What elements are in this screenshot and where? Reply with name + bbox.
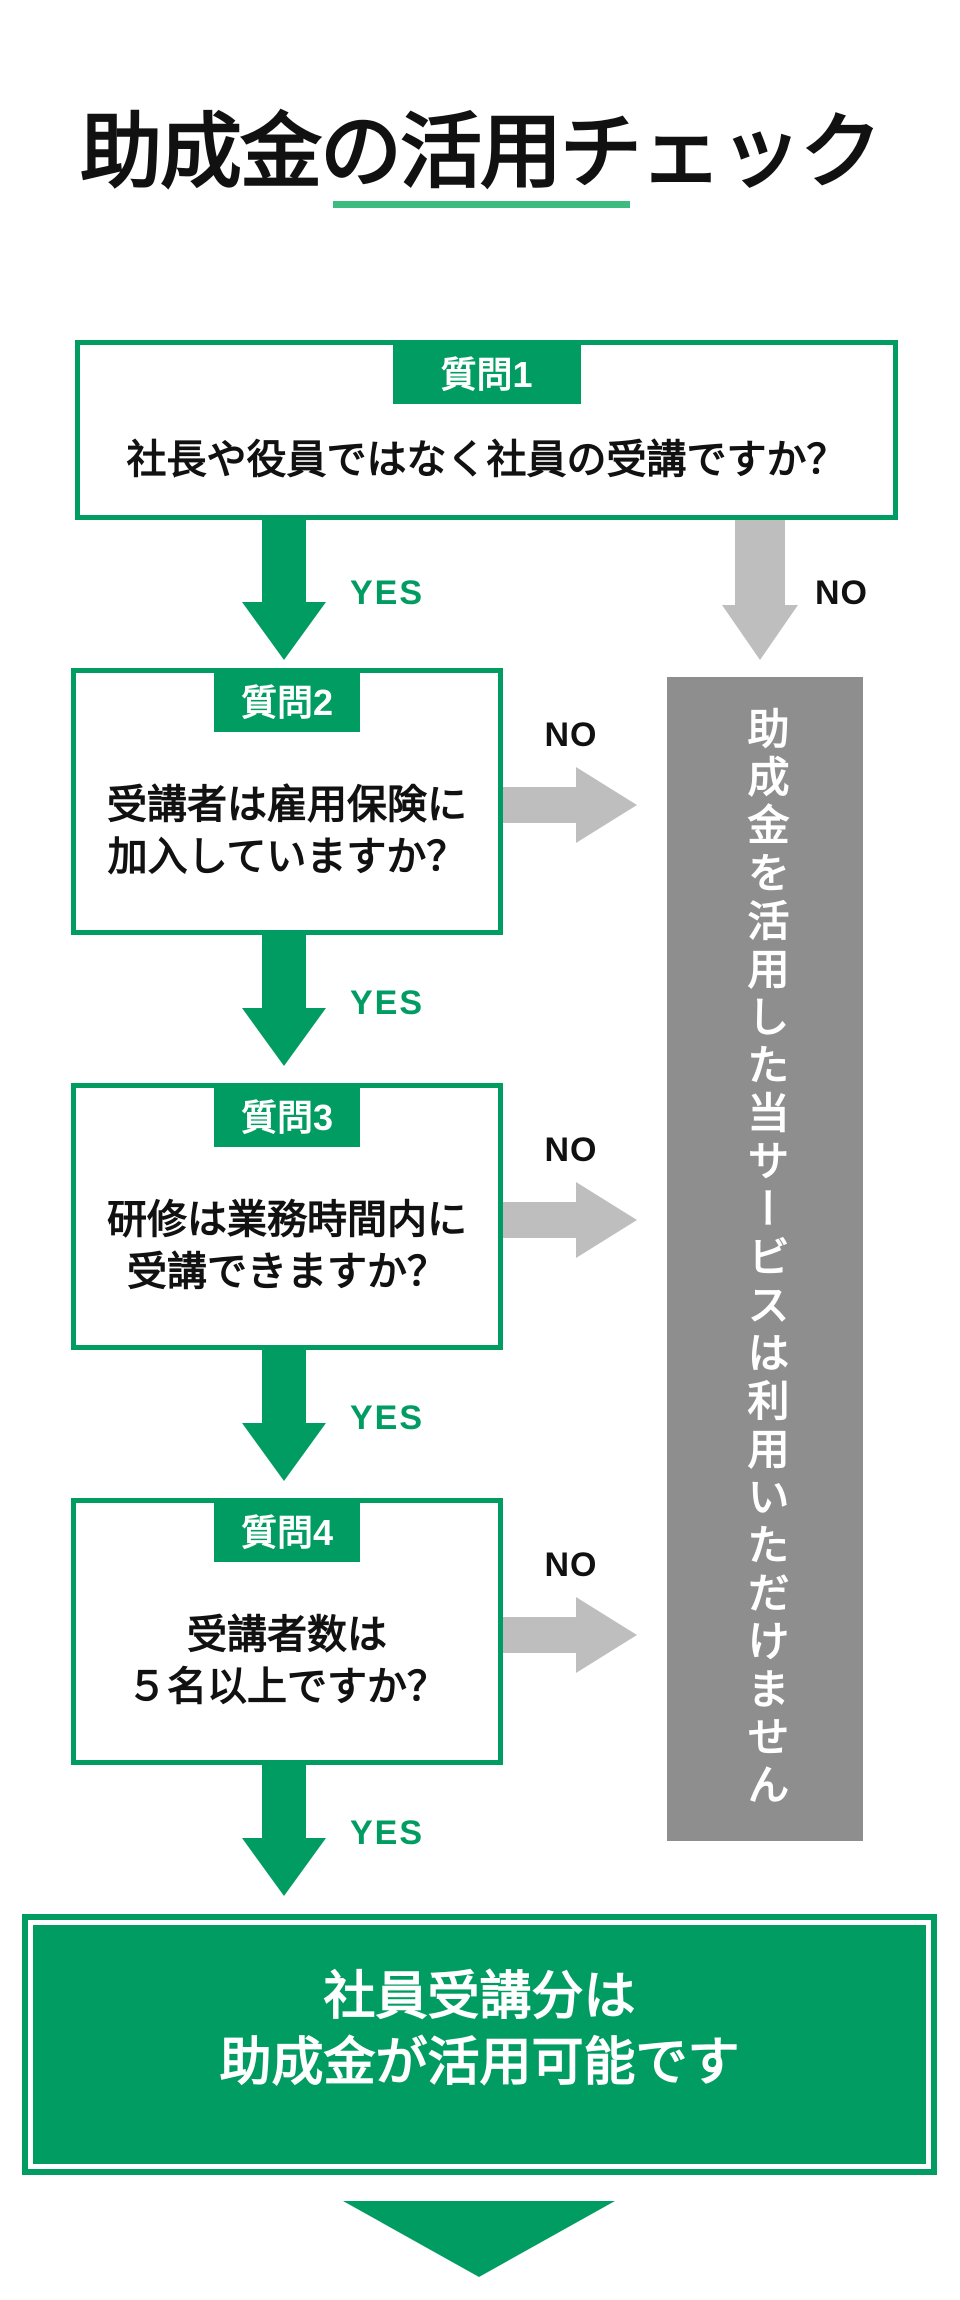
no-label-3: NO bbox=[544, 1131, 598, 1169]
yes-arrow-2-shaft bbox=[262, 935, 306, 1012]
no-arrow-3-head bbox=[576, 1182, 637, 1258]
question-3-tab: 質問3 bbox=[214, 1083, 360, 1147]
question-2-line-1: 受講者は雇用保険に bbox=[107, 783, 467, 827]
no-arrow-2-head bbox=[576, 767, 637, 843]
question-3-line-1: 研修は業務時間内に bbox=[107, 1198, 467, 1242]
yes-label-3: YES bbox=[350, 1399, 425, 1437]
no-arrow-4-shaft bbox=[503, 1617, 577, 1653]
question-3-line-2: 受講できますか？ bbox=[127, 1250, 447, 1294]
yes-label-2: YES bbox=[350, 984, 425, 1022]
question-2-text: 受講者は雇用保険に 加入していますか？ bbox=[76, 732, 498, 930]
yes-label-1: YES bbox=[350, 574, 425, 612]
yes-arrow-1-head bbox=[242, 602, 326, 660]
yes-label-4: YES bbox=[350, 1814, 425, 1852]
page-title: 助成金の活用チェック bbox=[79, 106, 882, 198]
question-4-text: 受講者数は ５名以上ですか？ bbox=[76, 1562, 498, 1760]
question-4-tab: 質問4 bbox=[214, 1498, 360, 1562]
yes-arrow-3-shaft bbox=[262, 1350, 306, 1427]
question-box-1: 質問1 社長や役員ではなく社員の受講ですか？ bbox=[75, 340, 898, 520]
title-underline bbox=[333, 201, 630, 208]
no-arrow-2-shaft bbox=[503, 787, 577, 823]
question-box-2: 質問2 受講者は雇用保険に 加入していますか？ bbox=[71, 668, 503, 935]
yes-arrow-2-head bbox=[242, 1008, 326, 1066]
reject-box: 助成金を活用した当サービスは利用いただけません bbox=[667, 677, 863, 1841]
no-arrow-3-shaft bbox=[503, 1202, 577, 1238]
yes-arrow-1-shaft bbox=[262, 520, 306, 606]
no-label-1: NO bbox=[815, 574, 868, 612]
no-arrow-1-shaft bbox=[735, 520, 785, 606]
no-arrow-4-head bbox=[576, 1597, 637, 1673]
question-box-3: 質問3 研修は業務時間内に 受講できますか？ bbox=[71, 1083, 503, 1350]
question-4-line-2: ５名以上ですか？ bbox=[127, 1665, 447, 1709]
result-box: 社員受講分は 助成金が活用可能です bbox=[22, 1914, 937, 2175]
no-arrow-1-head bbox=[722, 605, 798, 660]
question-1-line-1: 社長や役員ではなく社員の受講ですか？ bbox=[126, 437, 847, 482]
question-1-text: 社長や役員ではなく社員の受講ですか？ bbox=[80, 404, 893, 515]
no-label-4: NO bbox=[544, 1546, 598, 1584]
question-4-line-1: 受講者数は bbox=[187, 1613, 387, 1657]
question-2-tab: 質問2 bbox=[214, 668, 360, 732]
reject-box-text: 助成金を活用した当サービスは利用いただけません bbox=[742, 707, 789, 1811]
yes-arrow-3-head bbox=[242, 1423, 326, 1481]
result-line-2: 助成金が活用可能です bbox=[219, 2033, 740, 2092]
down-triangle-icon bbox=[343, 2201, 615, 2277]
question-1-tab: 質問1 bbox=[392, 340, 581, 404]
question-3-text: 研修は業務時間内に 受講できますか？ bbox=[76, 1147, 498, 1345]
question-2-line-2: 加入していますか？ bbox=[107, 835, 467, 879]
question-box-4: 質問4 受講者数は ５名以上ですか？ bbox=[71, 1498, 503, 1765]
result-line-1: 社員受講分は bbox=[323, 1967, 636, 2026]
no-label-2: NO bbox=[544, 716, 598, 754]
yes-arrow-4-shaft bbox=[262, 1765, 306, 1842]
yes-arrow-4-head bbox=[242, 1838, 326, 1896]
